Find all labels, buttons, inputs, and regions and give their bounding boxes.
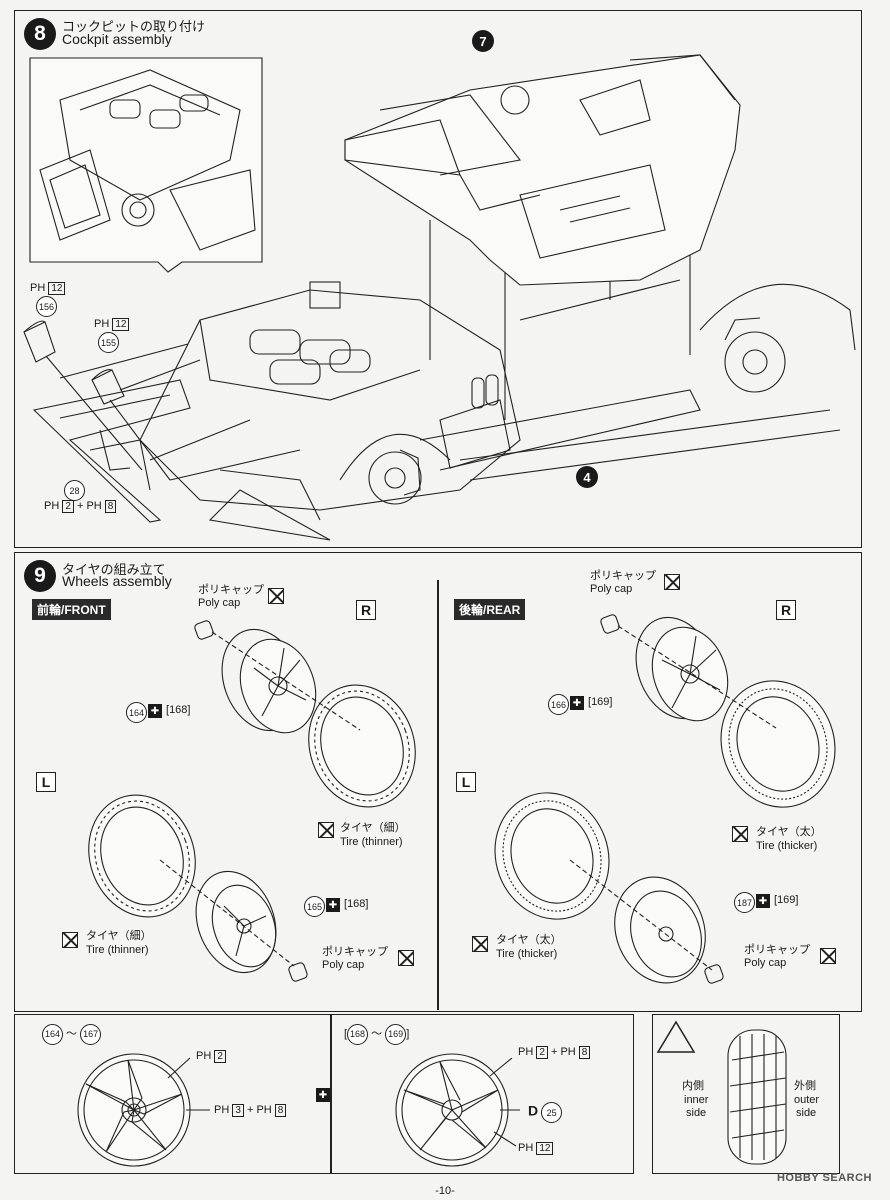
front-polycap-bottom-jp: ポリキャップ	[322, 946, 388, 958]
ph-label-155: PH 12	[94, 318, 130, 331]
front-part-l: 165	[304, 896, 325, 917]
rear-bracket-r: [169]	[588, 696, 613, 708]
paint-left-ph-1: PH 2	[196, 1050, 226, 1063]
paint-right-ph-1: PH 2 + PH 8	[518, 1046, 591, 1059]
front-polycap-bottom-en: Poly cap	[322, 959, 365, 971]
rear-r-label: R	[776, 600, 796, 620]
ph-label-156: PH 12	[30, 282, 66, 295]
paint-right-range: [168 ～ 169]	[344, 1024, 409, 1045]
paint-left-range: 164 ～ 167	[42, 1024, 102, 1045]
rear-part-r: 166	[548, 694, 569, 715]
inner-side-jp: 内側	[682, 1080, 704, 1092]
rear-polycap-top-en: Poly cap	[590, 583, 633, 595]
part-155: 155	[98, 332, 119, 353]
rear-polycap-bottom-jp: ポリキャップ	[744, 944, 810, 956]
front-tag: 前輪/FRONT	[32, 599, 111, 620]
no-paint-icon	[664, 574, 680, 590]
glue-icon: ✚	[326, 898, 340, 912]
front-tire-right-jp: タイヤ（細）	[340, 822, 406, 834]
front-l-label: L	[36, 772, 56, 792]
no-paint-icon	[820, 948, 836, 964]
step9-number: 9	[24, 560, 56, 592]
front-part-r: 164	[126, 702, 147, 723]
paint-left-ph-2: PH 3 + PH 8	[214, 1104, 287, 1117]
outer-side-jp: 外側	[794, 1080, 816, 1092]
watermark: HOBBY SEARCH	[776, 1172, 872, 1184]
rear-tag: 後輪/REAR	[454, 599, 526, 620]
paint-guide-frame	[14, 1014, 634, 1174]
no-paint-icon	[318, 822, 334, 838]
outer-side-en-2: side	[796, 1107, 817, 1119]
rear-tire-right-en: Tire (thicker)	[756, 840, 818, 852]
front-bracket-r: [168]	[166, 704, 191, 716]
front-polycap-top-en: Poly cap	[198, 597, 241, 609]
front-tire-left-en: Tire (thinner)	[86, 944, 149, 956]
page-number: -10-	[435, 1185, 455, 1197]
rear-bracket-l: [169]	[774, 894, 799, 906]
front-polycap-top-jp: ポリキャップ	[198, 584, 264, 596]
glue-icon: ✚	[148, 704, 162, 718]
step9-title-en: Wheels assembly	[62, 573, 172, 589]
front-bracket-l: [168]	[344, 898, 369, 910]
part-28: 28	[64, 480, 85, 501]
part-156: 156	[36, 296, 57, 317]
rear-tire-right-jp: タイヤ（太）	[756, 826, 822, 838]
step8-callout-7: 7	[472, 30, 494, 52]
step9-title-jp: タイヤの組み立て	[62, 562, 166, 577]
no-paint-icon	[472, 936, 488, 952]
no-paint-icon	[398, 950, 414, 966]
ph-label-28: PH 2 + PH 8	[44, 500, 117, 513]
front-tire-right-en: Tire (thinner)	[340, 836, 403, 848]
paint-right-ph-2: PH 12	[518, 1142, 554, 1155]
tire-direction-frame	[652, 1014, 840, 1174]
paint-guide-divider	[330, 1014, 332, 1174]
no-paint-icon	[268, 588, 284, 604]
step8-title-en: Cockpit assembly	[62, 31, 172, 47]
outer-side-en-1: outer	[794, 1094, 820, 1106]
glue-icon: ✚	[316, 1088, 330, 1102]
step9-frame	[14, 552, 862, 1012]
step9-divider	[437, 580, 439, 1010]
glue-icon: ✚	[570, 696, 584, 710]
no-paint-icon	[732, 826, 748, 842]
paint-right-d: D 25	[528, 1102, 563, 1123]
step8-title-jp: コックピットの取り付け	[62, 19, 206, 34]
front-tire-left-jp: タイヤ（細）	[86, 930, 152, 942]
rear-l-label: L	[456, 772, 476, 792]
front-r-label: R	[356, 600, 376, 620]
no-paint-icon	[62, 932, 78, 948]
rear-polycap-top-jp: ポリキャップ	[590, 570, 656, 582]
step8-callout-4: 4	[576, 466, 598, 488]
inner-side-en-2: side	[686, 1107, 707, 1119]
rear-tire-left-jp: タイヤ（太）	[496, 934, 562, 946]
rear-tire-left-en: Tire (thicker)	[496, 948, 558, 960]
glue-icon: ✚	[756, 894, 770, 908]
rear-polycap-bottom-en: Poly cap	[744, 957, 787, 969]
rear-part-l: 187	[734, 892, 755, 913]
step8-frame	[14, 10, 862, 548]
inner-side-en-1: inner	[684, 1094, 709, 1106]
step8-number: 8	[24, 18, 56, 50]
